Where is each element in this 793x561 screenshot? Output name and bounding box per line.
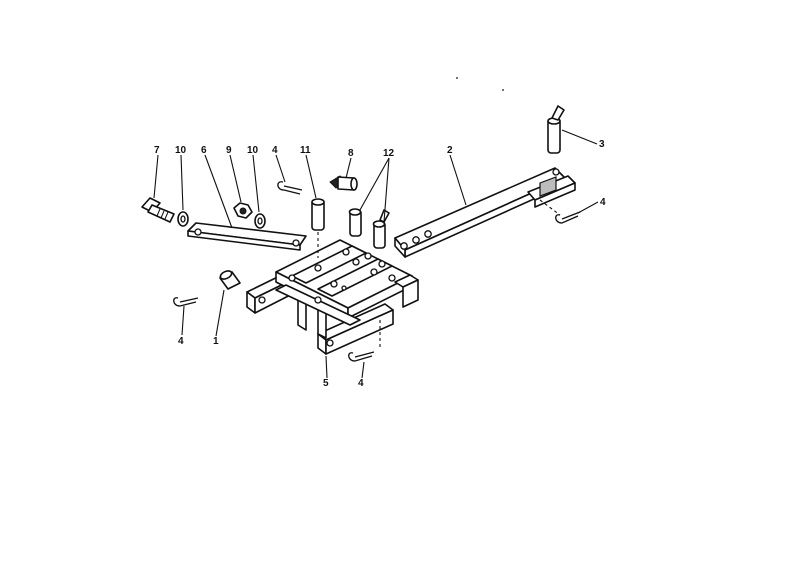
- leader-lines: [153, 129, 599, 379]
- clip-part-4a: [277, 181, 303, 195]
- washer-part-10b: [254, 213, 266, 229]
- callout-4: 4: [600, 197, 606, 208]
- callout-9: 9: [226, 145, 232, 156]
- callout-12: 12: [383, 148, 395, 159]
- clip-part-4d: [555, 211, 581, 224]
- washer-part-10a: [177, 211, 189, 227]
- frame-part-5: [246, 239, 419, 355]
- pin-part-1: [219, 270, 241, 290]
- drawbar-part-2: [394, 167, 566, 258]
- callout-1: 1: [213, 336, 219, 347]
- bolt-part-7: [141, 197, 175, 223]
- callout-2: 2: [447, 145, 453, 156]
- callout-7: 7: [154, 145, 160, 156]
- bolt-part-8: [329, 175, 358, 191]
- callout-10: 10: [175, 145, 187, 156]
- callout-4: 4: [178, 336, 184, 347]
- speck: [502, 89, 504, 91]
- pin-part-12b: [372, 209, 390, 249]
- speck: [456, 77, 458, 79]
- rear-bracket: [527, 175, 576, 208]
- pin-part-11: [311, 198, 325, 231]
- callout-10: 10: [247, 145, 259, 156]
- callout-6: 6: [201, 145, 207, 156]
- link-bar-part-6: [187, 222, 307, 251]
- callout-5: 5: [323, 378, 329, 389]
- clip-part-4c: [348, 351, 375, 362]
- nut-part-9: [233, 202, 253, 219]
- clip-part-4b: [173, 297, 199, 307]
- pin-part-12a: [348, 208, 362, 237]
- pin-part-3: [547, 105, 565, 154]
- callout-8: 8: [348, 148, 354, 159]
- callout-11: 11: [300, 145, 311, 156]
- alignment-lines: [317, 199, 561, 350]
- callout-4: 4: [272, 145, 278, 156]
- callout-4: 4: [358, 378, 364, 389]
- callout-3: 3: [599, 139, 605, 150]
